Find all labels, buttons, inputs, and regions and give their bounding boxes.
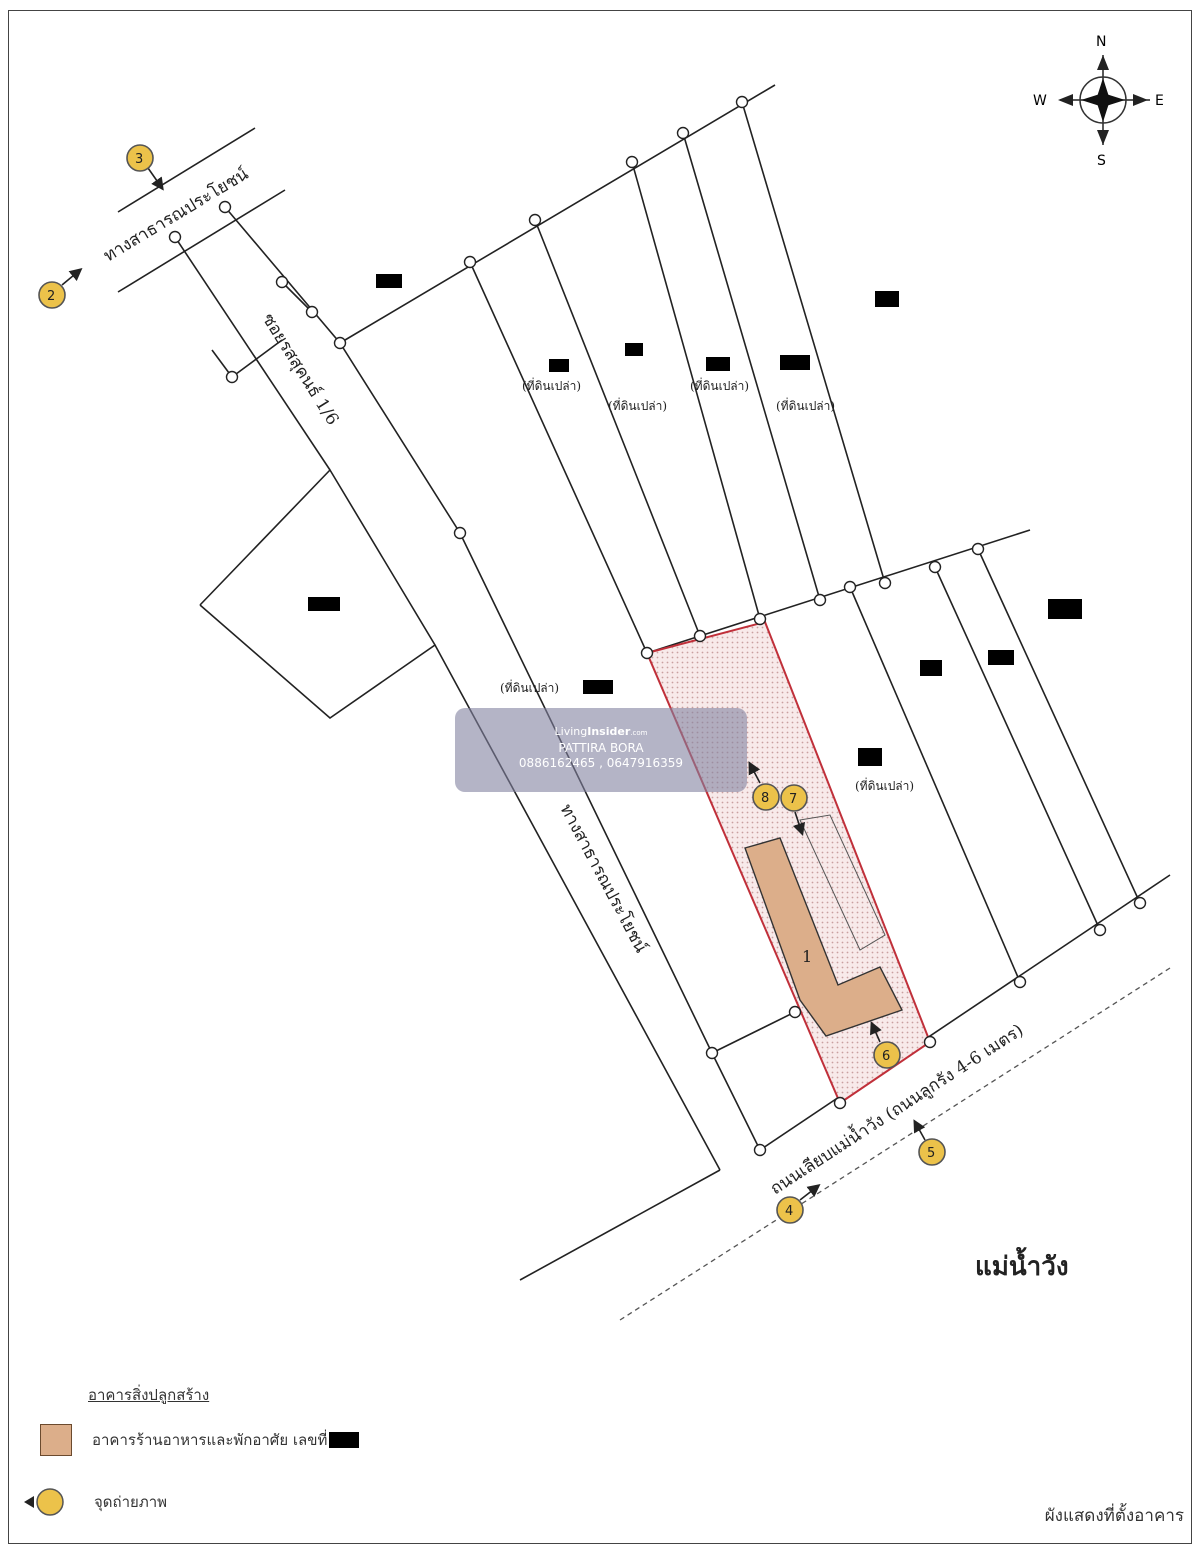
svg-text:3: 3: [135, 152, 143, 167]
parcel: [199, 468, 437, 720]
svg-text:4: 4: [785, 1204, 793, 1219]
map-frame: [8, 10, 1192, 1544]
watermark-phones: 0886162465 , 0647916359: [518, 756, 684, 770]
compass-icon: N S E W: [1033, 34, 1164, 169]
photo-point-6[interactable]: 6: [870, 1021, 901, 1069]
vacant-land-label: (ที่ดินเปล่า): [608, 397, 667, 413]
watermark-brand: LivingInsider.com: [554, 725, 648, 738]
watermark: LivingInsider.com PATTIRA BORA 088616246…: [455, 708, 747, 792]
vacant-land-label: (ที่ดินเปล่า): [690, 377, 749, 393]
photo-point-3[interactable]: 3: [126, 144, 164, 191]
vacant-land-label: (ที่ดินเปล่า): [500, 679, 559, 695]
road-label-public-way-main: ทางสาธารณประโยชน์: [556, 800, 652, 956]
watermark-name: PATTIRA BORA: [558, 741, 644, 755]
vacant-land-label: (ที่ดินเปล่า): [855, 777, 914, 793]
road-edge: [117, 127, 256, 213]
compass-east: E: [1155, 93, 1164, 109]
photo-point-2[interactable]: 2: [38, 267, 83, 309]
road-label-public-way: ทางสาธารณประโยชน์: [100, 163, 253, 266]
building-1: [744, 837, 903, 1037]
road-label-soi: ซอยรสสุคนธ์ 1/6: [258, 310, 343, 429]
photo-point-5[interactable]: 5: [913, 1119, 946, 1166]
road-edge: [117, 189, 286, 293]
svg-text:8: 8: [761, 791, 769, 806]
vacant-land-label: (ที่ดินเปล่า): [776, 397, 835, 413]
legend-building-label: อาคารร้านอาหารและพักอาศัย เลขที่: [92, 1431, 328, 1449]
legend-photo-point-label: จุดถ่ายภาพ: [94, 1493, 168, 1511]
building-swatch-icon: [40, 1424, 72, 1456]
compass-south: S: [1097, 153, 1106, 169]
map-caption: ผังแสดงที่ตั้งอาคาร: [1044, 1506, 1184, 1526]
svg-text:7: 7: [789, 792, 797, 807]
legend-photo-point: จุดถ่ายภาพ: [22, 1486, 167, 1518]
river-edge: [619, 967, 1171, 1321]
road-edge: [174, 236, 331, 471]
redacted-numbers: [308, 274, 1082, 766]
compass-north: N: [1096, 34, 1106, 50]
legend-building: อาคารร้านอาหารและพักอาศัย เลขที่: [22, 1424, 360, 1456]
svg-text:5: 5: [927, 1146, 935, 1161]
survey-pegs: [168, 95, 1147, 1157]
photo-point-7[interactable]: 7: [780, 784, 808, 837]
river-label: แม่น้ำวัง: [975, 1246, 1069, 1282]
legend-title: อาคารสิ่งปลูกสร้าง: [88, 1386, 210, 1404]
compass-west: W: [1033, 93, 1047, 109]
svg-text:6: 6: [882, 1049, 890, 1064]
photo-point-icon: [24, 1488, 64, 1516]
svg-text:2: 2: [47, 289, 55, 304]
photo-point-4[interactable]: 4: [776, 1184, 821, 1224]
photo-point-8[interactable]: 8: [748, 761, 780, 811]
vacant-land-label: (ที่ดินเปล่า): [522, 377, 581, 393]
building-number: 1: [802, 947, 812, 966]
